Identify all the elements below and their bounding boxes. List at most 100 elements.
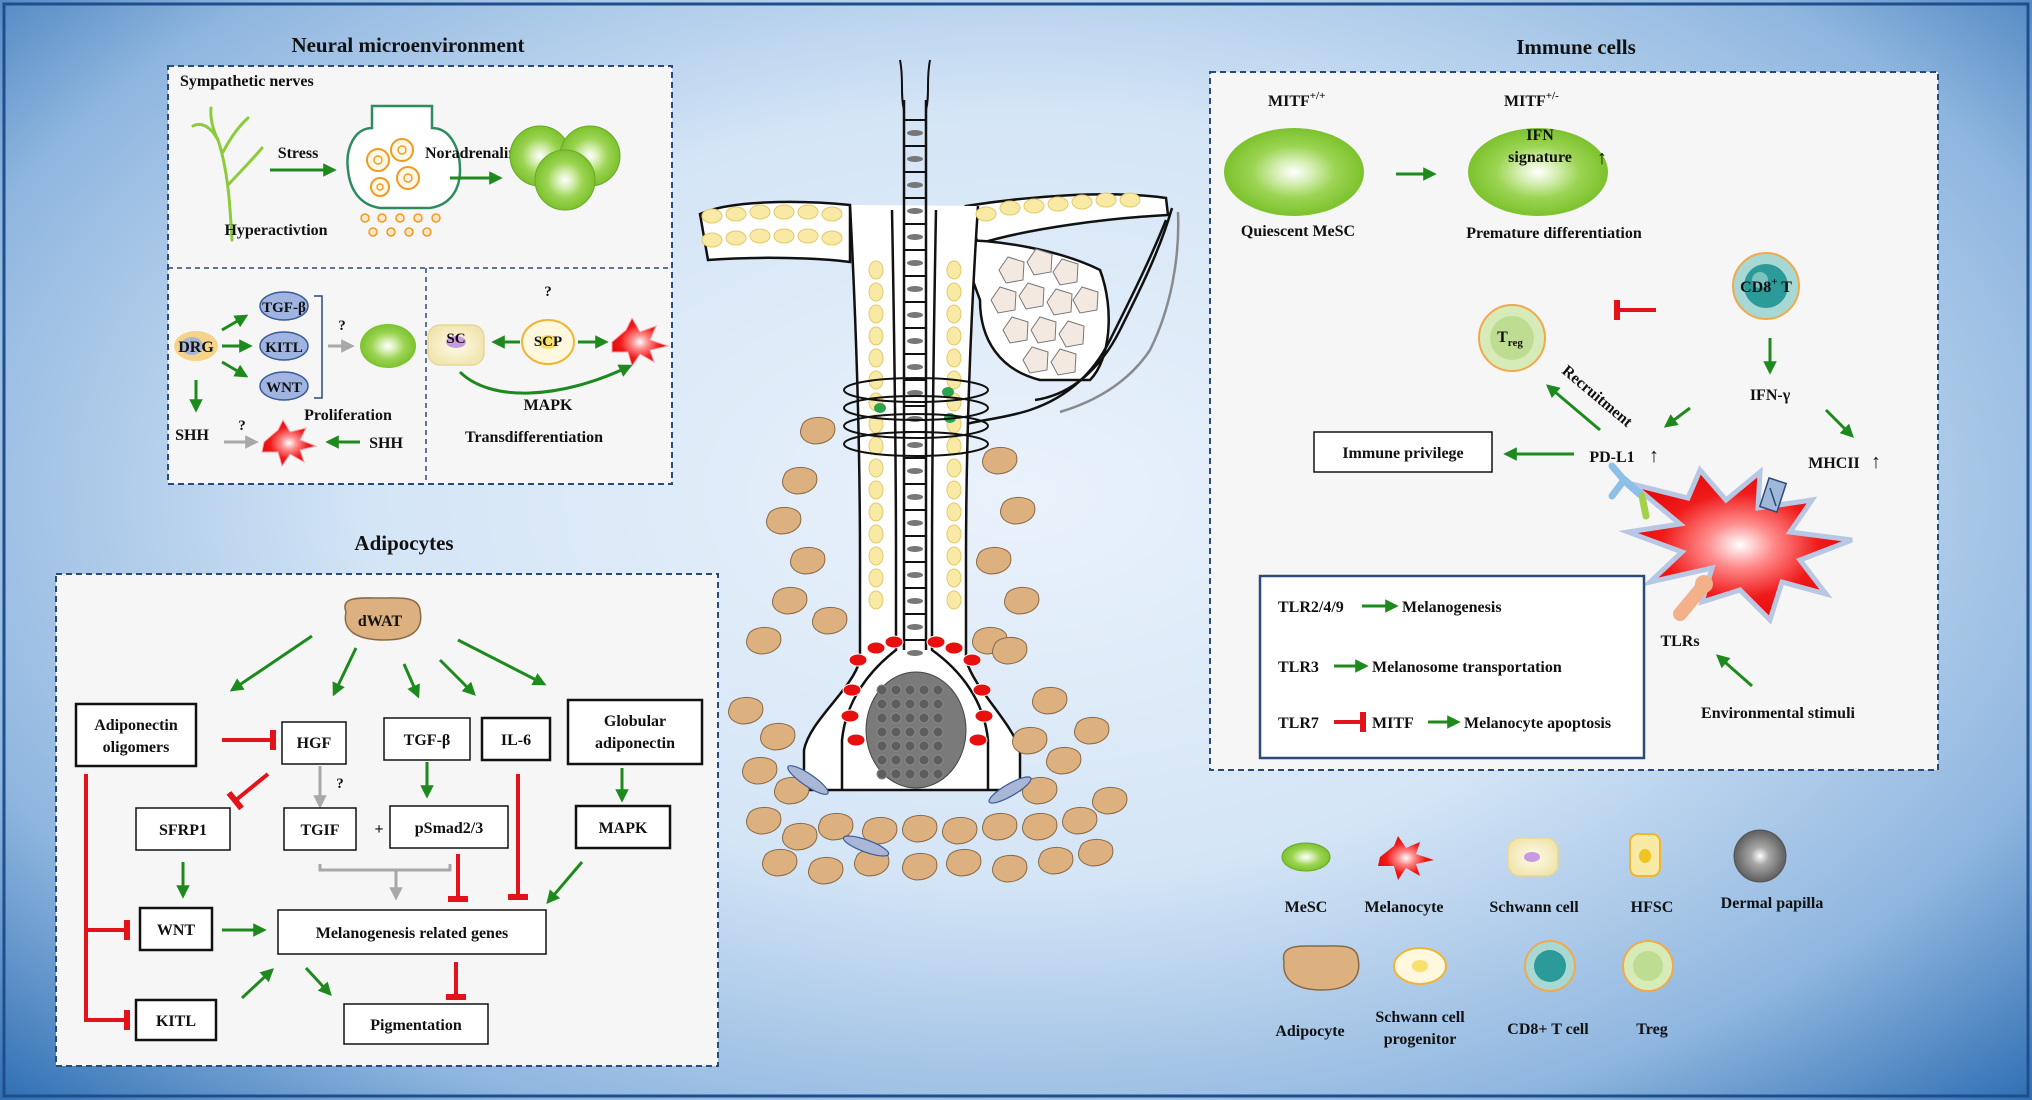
sebaceous-cell: [1026, 248, 1053, 276]
ifn-up-arrow: ↑: [1597, 147, 1607, 169]
papilla-cell: [876, 698, 888, 710]
dwat-tgfb-arrow: [402, 663, 420, 699]
papilla-cell: [904, 740, 916, 752]
ors-cell-right: [946, 590, 962, 610]
privilege-label: Immune privilege: [1342, 445, 1463, 462]
legend-scp-label-2: progenitor: [1384, 1031, 1457, 1048]
tgif-label: TGIF: [300, 822, 339, 839]
shaft-melanin-dot: [907, 624, 923, 630]
adipocytes-panel: Adipocytes dWAT Adiponectin oligomers HG…: [55, 531, 719, 1067]
genes-pigment-arrow: [304, 966, 332, 996]
kitl-genes-arrow: [240, 968, 274, 1000]
sebaceous-cell: [1022, 346, 1049, 374]
legend-mesc-icon: [1281, 842, 1331, 872]
adipo-tgfb-box: [383, 717, 471, 761]
drg-tgfb-label: TGF-β: [262, 300, 306, 316]
papilla-cell: [890, 698, 902, 710]
schwann-nucleus-icon: [446, 336, 466, 348]
bulb-melanocyte: [962, 653, 982, 667]
dermal-adipocyte: [942, 817, 978, 845]
privilege-box: [1313, 431, 1493, 473]
dermal-adipocyte: [1092, 787, 1128, 815]
scp-label: SCP: [534, 334, 562, 350]
tgif-box: [283, 807, 357, 851]
legend: MeSC Melanocyte Schwann cell HFSC Dermal…: [1275, 829, 1823, 1048]
melanocyte-large-icon: [1618, 465, 1853, 625]
shaft-melanin-dot: [907, 546, 923, 552]
pigmentation-label: Pigmentation: [370, 1017, 462, 1034]
ifn-mesc-icon: [1468, 128, 1608, 216]
hgf-tgif-question: ?: [336, 776, 344, 792]
papilla-cell: [876, 712, 888, 724]
dermal-adipocyte: [862, 817, 898, 845]
dwat-adipo-olig-arrow: [229, 634, 313, 692]
proliferation-label: Proliferation: [304, 407, 392, 424]
dermal-adipocyte: [902, 853, 938, 881]
stress-label: Stress: [278, 145, 319, 162]
legend-schwann-label: Schwann cell: [1489, 899, 1579, 916]
papilla-cell: [876, 684, 888, 696]
papilla-cell: [904, 768, 916, 780]
ors-cell-left: [868, 348, 884, 368]
adipo-tgfb-label: TGF-β: [404, 732, 451, 749]
hgf-box: [281, 721, 347, 765]
papilla-cell: [932, 712, 944, 724]
sebaceous-cell: [1058, 320, 1085, 348]
sebaceous-cell: [1030, 316, 1057, 344]
ors-cell-right: [946, 546, 962, 566]
tlr-receptor-icon: [1673, 575, 1713, 621]
epidermis-cell: [1071, 194, 1093, 210]
legend-schwann-nucleus-icon: [1524, 852, 1540, 862]
drg-wnt-arrow: [221, 360, 249, 378]
glob-label-1: Globular: [604, 713, 666, 730]
nerve-ring: [843, 431, 989, 457]
epidermis-cell: [749, 204, 771, 220]
bulb-melanocyte: [926, 635, 946, 649]
shh-left-label: SHH: [175, 427, 209, 444]
adipo-mapk-label: MAPK: [599, 820, 648, 837]
dermal-adipocyte: [1078, 839, 1114, 867]
legend-scp-nucleus-icon: [1412, 960, 1428, 972]
dermal-adipocyte: [1046, 747, 1082, 775]
shaft-melanin-dot: [907, 520, 923, 526]
dermal-adipocyte: [818, 813, 854, 841]
dermal-adipocyte: [772, 587, 808, 615]
papilla-cell: [918, 740, 930, 752]
cd8-label: CD8+ T: [1740, 276, 1792, 296]
immune-title: Immune cells: [1516, 35, 1636, 59]
epidermis-cell: [1023, 198, 1045, 214]
papilla-cell: [918, 698, 930, 710]
ors-cell-left: [868, 458, 884, 478]
sebaceous-cell: [1050, 348, 1077, 376]
dermal-adipocyte: [1038, 847, 1074, 875]
epidermis-cell: [1119, 192, 1141, 208]
factor-ellipses-icon: [259, 291, 309, 401]
tgif-psmad-bracket: [318, 864, 452, 872]
noradrenaline-label: Noradrenaline: [425, 145, 524, 162]
papilla-cell: [918, 726, 930, 738]
epidermis-cell: [701, 208, 723, 224]
ors-cell-right: [946, 568, 962, 588]
adipose-vessel: [787, 765, 829, 795]
transport-label: Melanosome transportation: [1372, 659, 1562, 676]
dermal-adipocyte: [982, 813, 1018, 841]
neural-panel: Neural microenvironment Sympathetic nerv…: [167, 33, 673, 485]
bulge-stem-cell: [942, 387, 954, 397]
ors-cell-right: [946, 260, 962, 280]
bulb-melanocyte: [968, 733, 988, 747]
wnt-box: [138, 906, 214, 952]
il6-box: [480, 716, 552, 762]
adipocytes-title: Adipocytes: [354, 531, 453, 555]
sebaceous-cell: [1002, 316, 1029, 344]
epidermis-cell: [773, 228, 795, 244]
papilla-cell: [918, 712, 930, 724]
shaft-melanin-dot: [907, 312, 923, 318]
psmad-box: [389, 805, 509, 849]
adipo-mapk-box: [574, 804, 672, 850]
sympathetic-label: Sympathetic nerves: [180, 73, 314, 90]
drg-wnt-label: WNT: [266, 380, 302, 396]
ifn-label-2: signature: [1508, 149, 1572, 166]
factor-bracket: [314, 295, 323, 399]
dermal-adipocyte: [1000, 497, 1036, 525]
